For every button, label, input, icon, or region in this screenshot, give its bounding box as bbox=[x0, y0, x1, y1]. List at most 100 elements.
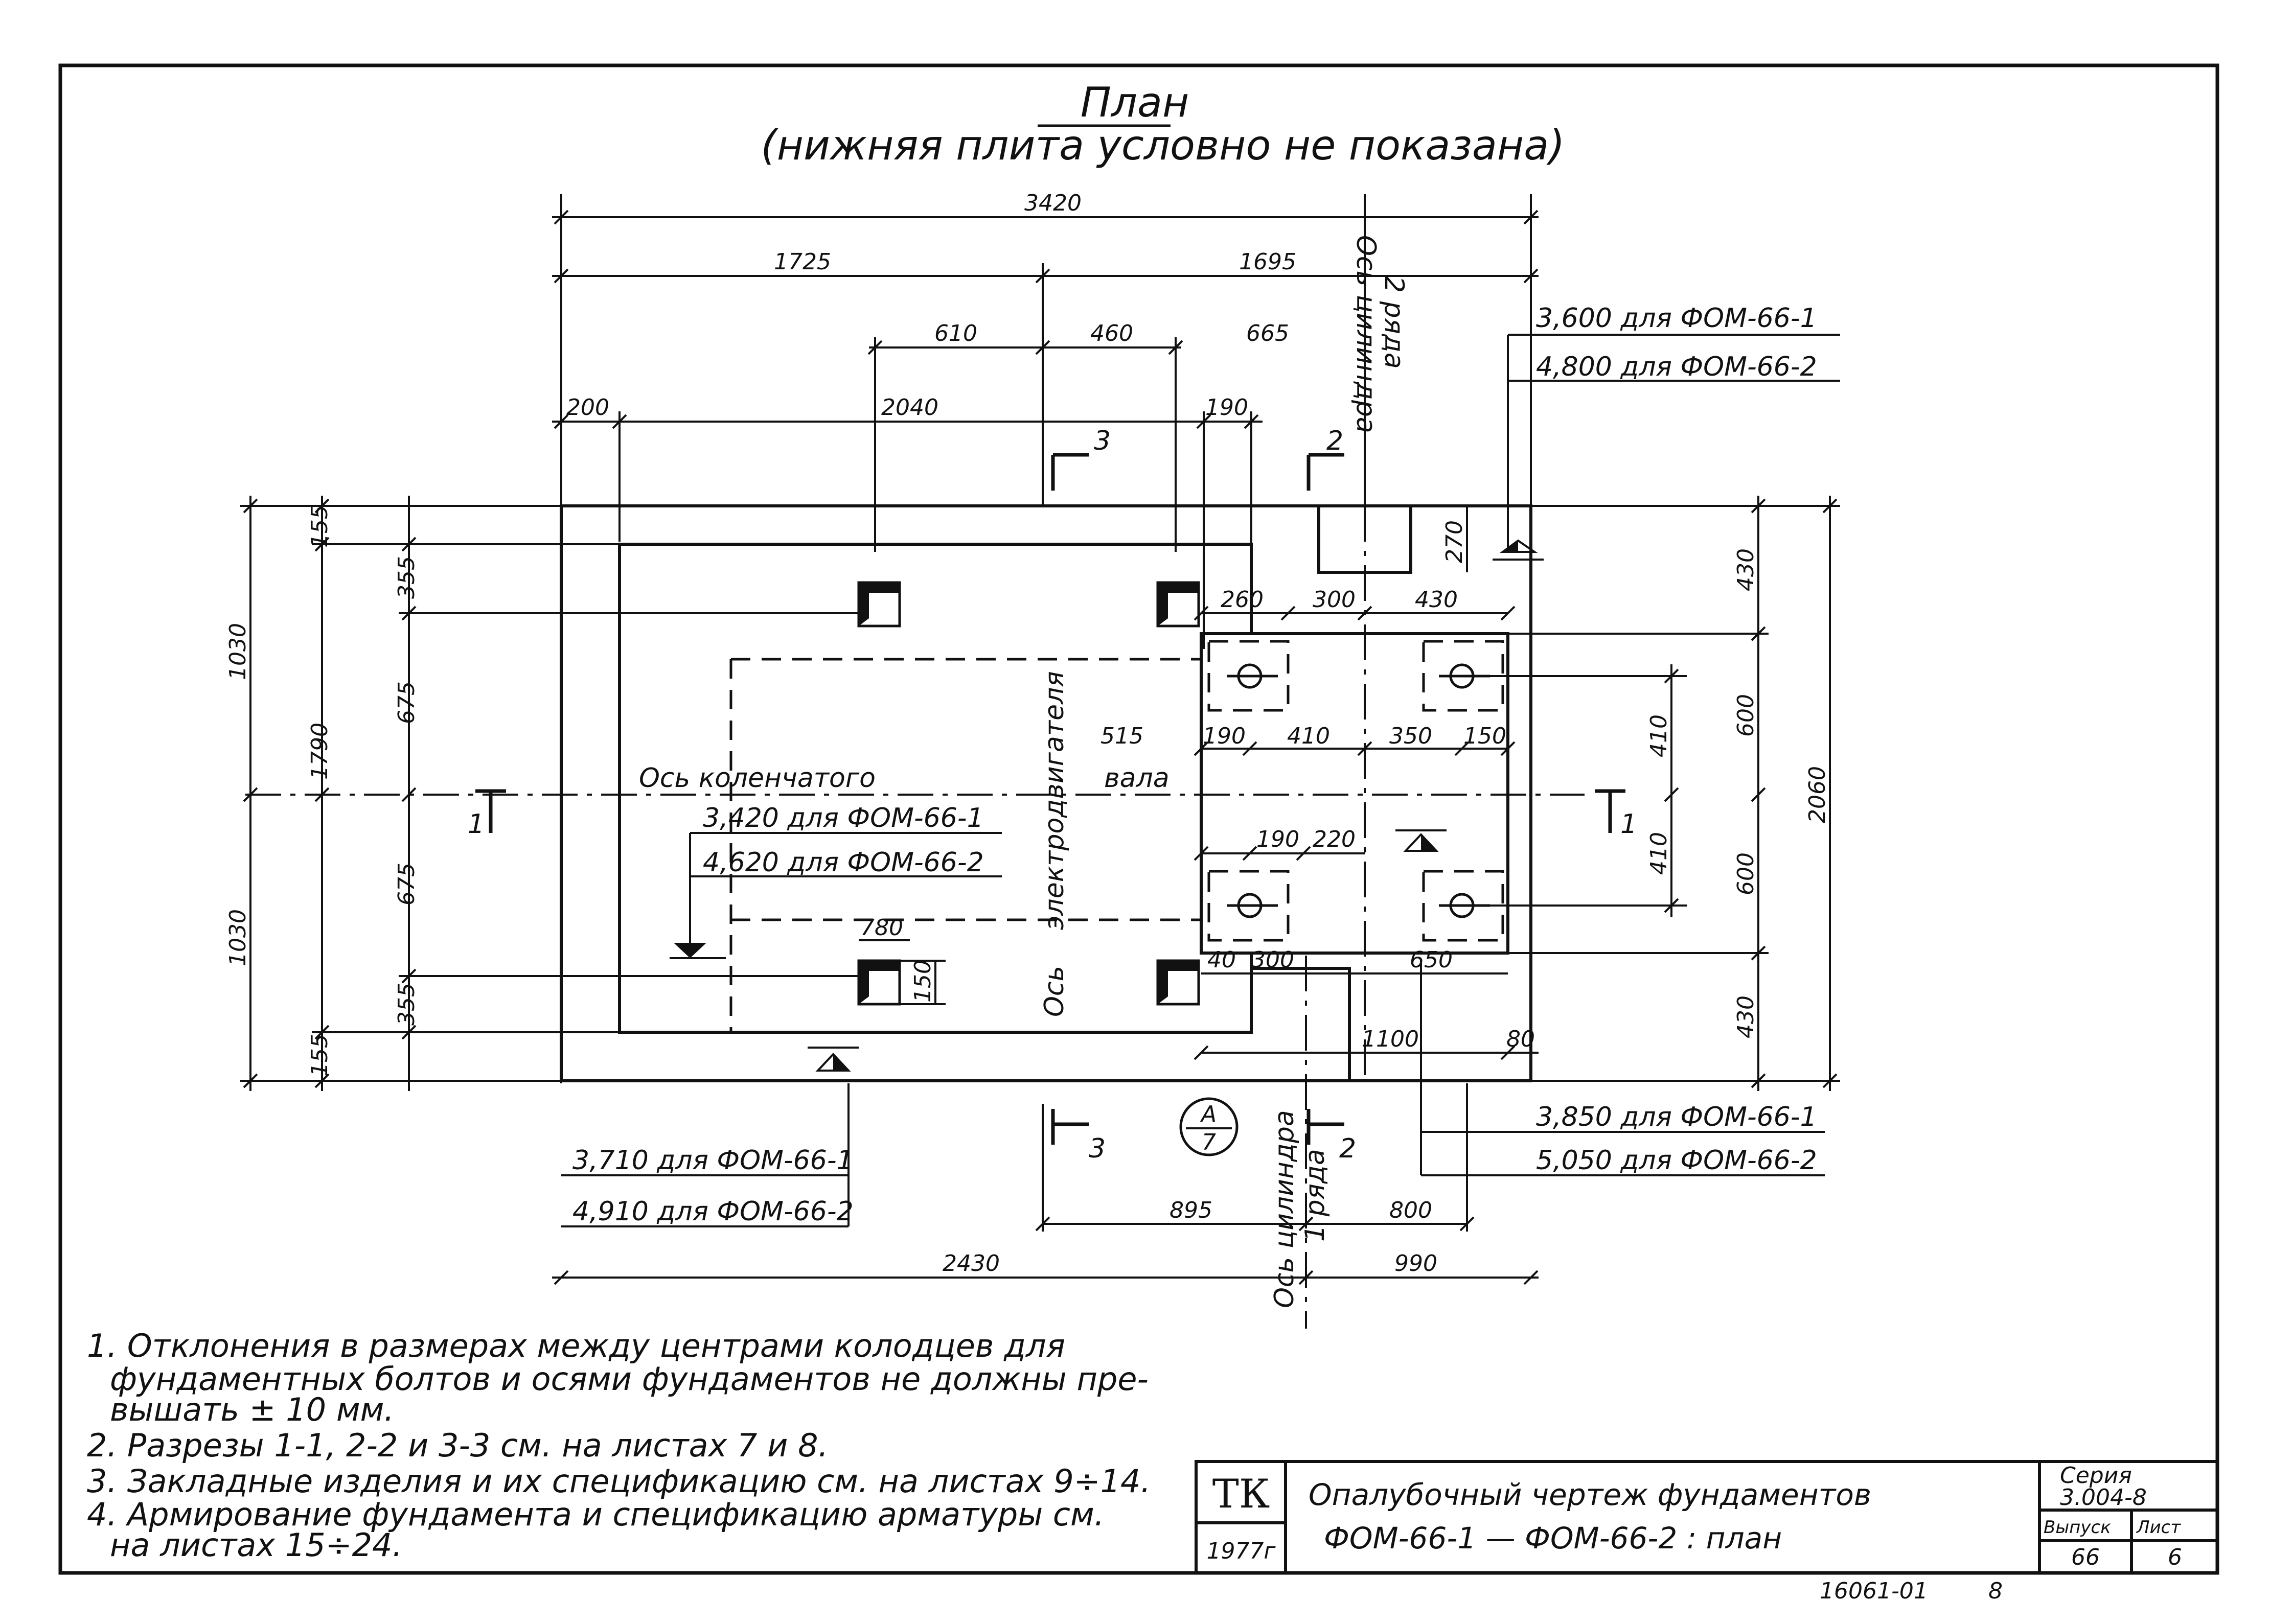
axis-shaft-label: Ось коленчатого bbox=[639, 763, 876, 794]
dim-left-675-bot: 675 bbox=[394, 863, 420, 906]
stamp-issue-label: Выпуск bbox=[2044, 1517, 2111, 1538]
dim-right-410-bot: 410 bbox=[1646, 832, 1672, 875]
stamp-title-2: ФОМ-66-1 — ФОМ-66-2 : план bbox=[1324, 1521, 1782, 1556]
dim-bottom-800: 800 bbox=[1389, 1197, 1432, 1223]
level-bottom-lines bbox=[561, 961, 1825, 1227]
note-line-6: 4. Армирование фундамента и спецификацию… bbox=[87, 1496, 1104, 1533]
level-mid-1: 3,420 для ФОМ-66-1 bbox=[703, 803, 984, 833]
callout-bot: 7 bbox=[1202, 1129, 1216, 1155]
callout-top: А bbox=[1200, 1101, 1217, 1127]
stamp-year: 1977г bbox=[1206, 1538, 1276, 1564]
interior-dimensions bbox=[1194, 506, 1539, 1060]
dim-left-355-bot: 355 bbox=[394, 983, 420, 1026]
embedded-items-fill bbox=[859, 583, 1199, 1004]
axis-cylinder-1-row: 1 ряда bbox=[1300, 1149, 1331, 1242]
stamp-series-value: 3.004-8 bbox=[2060, 1484, 2147, 1511]
level-bot-left-1: 3,710 для ФОМ-66-1 bbox=[572, 1145, 854, 1176]
note-line-7: на листах 15÷24. bbox=[110, 1526, 402, 1564]
section-1-right: 1 bbox=[1620, 809, 1637, 840]
title-block bbox=[1195, 1460, 2219, 1574]
axis-cylinder-1-label: Ось цилиндра bbox=[1269, 1110, 1300, 1308]
left-dimensions bbox=[240, 496, 869, 1091]
note-line-2: фундаментных болтов и осями фундаментов … bbox=[110, 1360, 1149, 1398]
dim-right-2060: 2060 bbox=[1804, 766, 1830, 823]
dim-2040: 2040 bbox=[881, 395, 938, 421]
dim-bottom-990: 990 bbox=[1394, 1250, 1437, 1277]
dim-515: 515 bbox=[1100, 723, 1143, 749]
note-line-5: 3. Закладные изделия и их спецификацию с… bbox=[87, 1463, 1151, 1500]
dim-430-top: 430 bbox=[1415, 587, 1458, 613]
dim-300-low: 300 bbox=[1251, 947, 1294, 973]
axis-cylinder-2-row: 2 ряда bbox=[1379, 276, 1409, 369]
dim-left-1790: 1790 bbox=[307, 723, 333, 780]
level-mid-lines bbox=[670, 832, 1002, 959]
axis-lines bbox=[245, 506, 1585, 1329]
stamp-sheet-label: Лист bbox=[2136, 1517, 2181, 1538]
dim-left-155-bot: 155 bbox=[307, 1034, 333, 1077]
section-markers bbox=[475, 453, 1625, 1145]
foundation-outline bbox=[560, 504, 1532, 1082]
hidden-lines bbox=[729, 640, 1504, 1032]
level-mark-mid bbox=[674, 943, 706, 958]
level-bot-left-2: 4,910 для ФОМ-66-2 bbox=[572, 1196, 854, 1227]
dim-40: 40 bbox=[1207, 947, 1236, 973]
bolt-holes bbox=[1227, 663, 1490, 918]
dim-190-top: 190 bbox=[1205, 395, 1248, 421]
dim-right-600-top: 600 bbox=[1733, 694, 1759, 737]
level-bot-right-1: 3,850 для ФОМ-66-1 bbox=[1536, 1102, 1817, 1132]
dim-150-small: 150 bbox=[910, 960, 936, 1003]
level-top-right-2: 4,800 для ФОМ-66-2 bbox=[1536, 352, 1817, 382]
stamp-series-label: Серия bbox=[2060, 1463, 2132, 1489]
dim-300-top: 300 bbox=[1313, 587, 1356, 613]
dim-410-mid: 410 bbox=[1287, 723, 1330, 749]
level-bot-right-2: 5,050 для ФОМ-66-2 bbox=[1536, 1145, 1817, 1176]
dim-overall-width: 3420 bbox=[1024, 190, 1082, 216]
dim-665: 665 bbox=[1246, 320, 1289, 346]
dim-left-155-top: 155 bbox=[307, 505, 333, 548]
stamp-title-1: Опалубочный чертеж фундаментов bbox=[1309, 1477, 1871, 1512]
dim-bottom-2430: 2430 bbox=[943, 1250, 1000, 1277]
section-1-left: 1 bbox=[468, 809, 485, 840]
stamp-sheet-value: 6 bbox=[2168, 1544, 2182, 1570]
notes-block: 1. Отклонения в размерах между центрами … bbox=[87, 1327, 1151, 1564]
dim-80: 80 bbox=[1506, 1026, 1535, 1052]
note-line-3: вышать ± 10 мм. bbox=[110, 1391, 394, 1428]
section-2-bot: 2 bbox=[1339, 1133, 1356, 1164]
section-2-top: 2 bbox=[1326, 426, 1343, 456]
dim-260: 260 bbox=[1221, 587, 1264, 613]
section-3-top: 3 bbox=[1094, 426, 1111, 456]
dim-right-410-top: 410 bbox=[1646, 714, 1672, 757]
dim-right-600-bot: 600 bbox=[1733, 852, 1759, 895]
dim-150: 150 bbox=[1463, 723, 1506, 749]
bottom-dimensions bbox=[552, 1083, 1539, 1285]
dim-right-430-top: 430 bbox=[1733, 548, 1759, 591]
dim-left-675-top: 675 bbox=[394, 681, 420, 724]
dim-left-1030-bot: 1030 bbox=[225, 909, 251, 966]
dim-left-part: 1725 bbox=[774, 249, 831, 275]
level-mid-2: 4,620 для ФОМ-66-2 bbox=[703, 847, 984, 878]
dim-190-low: 190 bbox=[1256, 826, 1299, 852]
dim-left-1030-top: 1030 bbox=[225, 623, 251, 680]
dim-270: 270 bbox=[1441, 520, 1468, 563]
sheet-frame bbox=[58, 63, 2219, 1575]
dim-190-mid: 190 bbox=[1203, 723, 1246, 749]
dim-460: 460 bbox=[1090, 320, 1133, 346]
dim-right-part: 1695 bbox=[1239, 249, 1296, 275]
axis-motor-label-2: электродвигателя bbox=[1039, 671, 1070, 930]
section-3-bot: 3 bbox=[1089, 1133, 1106, 1164]
plan-subtitle: (нижняя плита условно не показана) bbox=[761, 122, 1565, 169]
dim-right-430-bot: 430 bbox=[1733, 995, 1759, 1038]
note-line-4: 2. Разрезы 1-1, 2-2 и 3-3 см. на листах … bbox=[87, 1427, 828, 1464]
stamp-issue-value: 66 bbox=[2071, 1544, 2100, 1570]
dim-220: 220 bbox=[1313, 826, 1356, 852]
stamp-org: ТК bbox=[1212, 1471, 1270, 1517]
dim-left-355-top: 355 bbox=[394, 556, 420, 599]
dim-1100: 1100 bbox=[1362, 1026, 1419, 1052]
footer-page: 8 bbox=[1988, 1578, 2003, 1604]
note-line-1: 1. Отклонения в размерах между центрами … bbox=[87, 1327, 1065, 1364]
footer-number: 16061-01 bbox=[1820, 1578, 1928, 1604]
dim-350: 350 bbox=[1389, 723, 1432, 749]
small-dim-lines bbox=[859, 939, 946, 1005]
axis-motor-label: Ось bbox=[1039, 966, 1070, 1017]
